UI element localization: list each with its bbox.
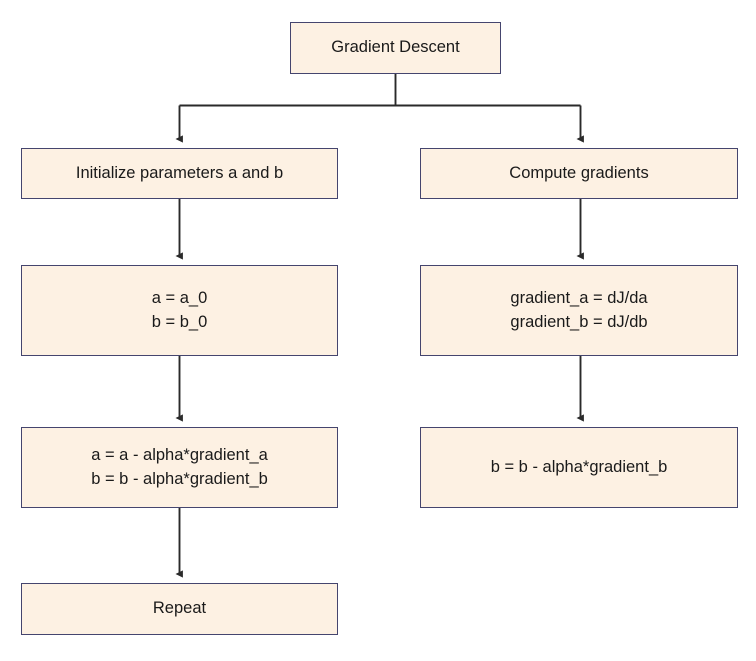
node-compute-gradients[interactable]: Compute gradients — [420, 148, 738, 199]
node-gradient-formulas[interactable]: gradient_a = dJ/da gradient_b = dJ/db — [420, 265, 738, 356]
node-initial-values[interactable]: a = a_0 b = b_0 — [21, 265, 338, 356]
node-gradient-descent[interactable]: Gradient Descent — [290, 22, 501, 74]
node-update-rules[interactable]: a = a - alpha*gradient_a b = b - alpha*g… — [21, 427, 338, 508]
node-initialize-parameters[interactable]: Initialize parameters a and b — [21, 148, 338, 199]
node-update-rule-b[interactable]: b = b - alpha*gradient_b — [420, 427, 738, 508]
node-repeat[interactable]: Repeat — [21, 583, 338, 635]
